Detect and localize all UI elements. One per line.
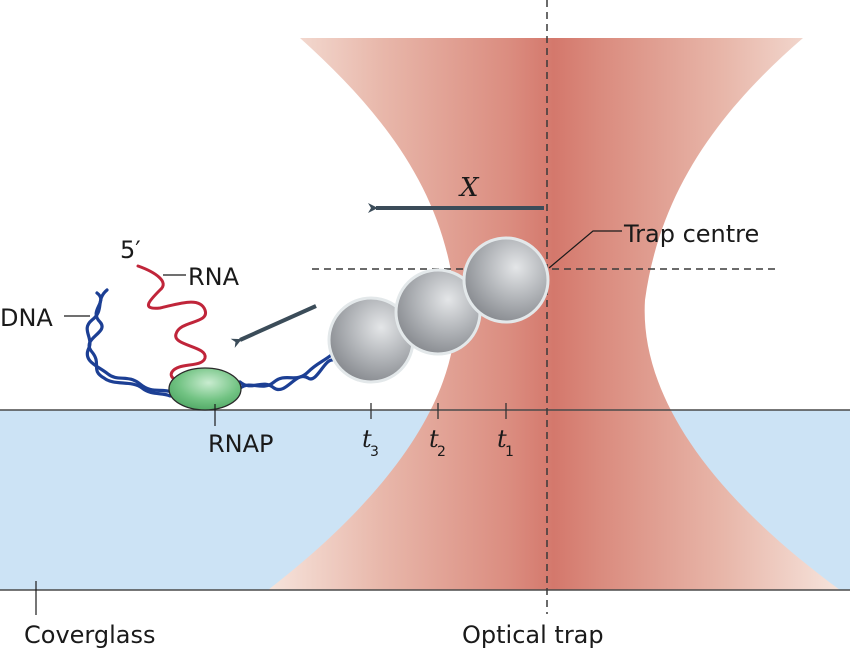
svg-text:t: t <box>362 425 372 453</box>
svg-text:3: 3 <box>370 444 379 460</box>
rnap-label: RNAP <box>208 430 274 458</box>
trap-centre-label: Trap centre <box>623 220 759 248</box>
laser-beam <box>268 38 840 590</box>
svg-text:2: 2 <box>437 444 446 460</box>
svg-text:t: t <box>429 425 439 453</box>
svg-text:t: t <box>497 425 507 453</box>
dna-strand <box>85 288 334 398</box>
displacement-label: X <box>458 173 480 203</box>
bead-t1 <box>462 236 550 324</box>
five-prime-label: 5′ <box>120 236 141 264</box>
coverglass-label: Coverglass <box>24 621 155 649</box>
time-tick-t1: t 1 <box>497 403 514 460</box>
optical-trap-label: Optical trap <box>462 621 604 649</box>
rna-label: RNA <box>188 263 240 291</box>
svg-text:1: 1 <box>505 444 514 460</box>
motion-arrow <box>230 304 317 348</box>
trap-centre-leader-line <box>548 230 622 269</box>
time-tick-t3: t 3 <box>362 403 379 460</box>
time-tick-t2: t 2 <box>429 403 446 460</box>
rnap-enzyme <box>168 367 242 411</box>
rna-strand <box>136 264 207 382</box>
dna-label: DNA <box>0 304 53 332</box>
